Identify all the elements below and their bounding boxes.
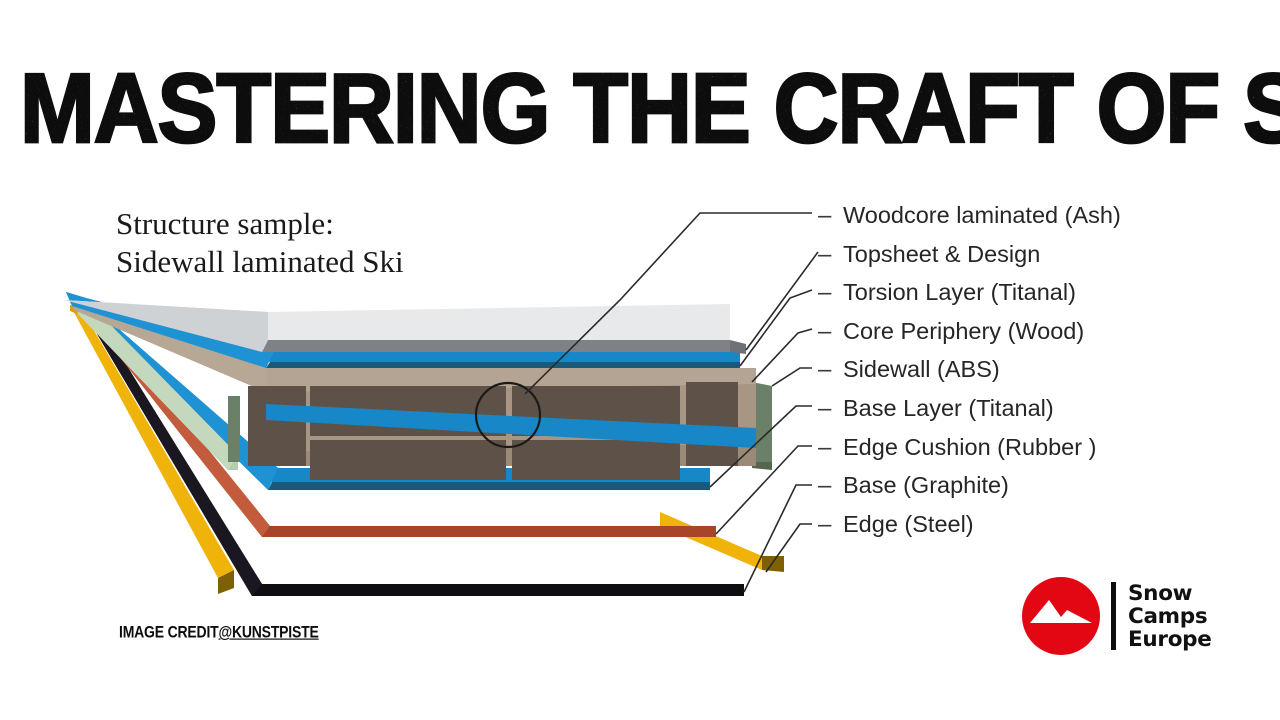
label-row-sidewall[interactable]: – Sidewall (ABS) bbox=[818, 354, 1238, 393]
label-row-base[interactable]: – Base (Graphite) bbox=[818, 470, 1238, 509]
label-dash-icon: – bbox=[818, 433, 832, 461]
logo-wordmark: Snow Camps Europe bbox=[1128, 582, 1212, 651]
leader-sidewall bbox=[771, 367, 812, 387]
diagram-layer-torsion-mid bbox=[266, 404, 756, 448]
label-row-edge[interactable]: – Edge (Steel) bbox=[818, 509, 1238, 548]
label-text-topsheet: Topsheet & Design bbox=[843, 240, 1041, 267]
mountain-circle-icon bbox=[1022, 577, 1100, 655]
snow-camps-europe-logo[interactable]: Snow Camps Europe bbox=[1022, 575, 1222, 657]
label-text-edge-cushion: Edge Cushion (Rubber ) bbox=[843, 433, 1097, 460]
leader-topsheet bbox=[745, 251, 819, 351]
label-dash-icon: – bbox=[818, 472, 832, 500]
diagram-layer-topsheet bbox=[64, 300, 746, 354]
diagram-layer-edge-right bbox=[660, 512, 784, 572]
label-text-core-periphery: Core Periphery (Wood) bbox=[843, 317, 1085, 344]
logo-line-europe: Europe bbox=[1128, 626, 1212, 652]
leader-core-periphery bbox=[751, 328, 813, 383]
detail-circle-callout bbox=[474, 381, 542, 449]
label-row-base-layer[interactable]: – Base Layer (Titanal) bbox=[818, 393, 1238, 432]
label-row-core-periphery[interactable]: – Core Periphery (Wood) bbox=[818, 316, 1238, 355]
leader-lines bbox=[524, 212, 819, 593]
label-row-edge-cushion[interactable]: – Edge Cushion (Rubber ) bbox=[818, 432, 1238, 471]
logo-line-camps: Camps bbox=[1128, 603, 1208, 629]
image-credit: IMAGE CREDIT@KUNSTPISTE bbox=[119, 622, 319, 641]
label-text-woodcore: Woodcore laminated (Ash) bbox=[843, 202, 1121, 228]
diagram-layer-sidewall bbox=[228, 382, 772, 470]
label-row-topsheet[interactable]: – Topsheet & Design bbox=[818, 239, 1238, 278]
leader-woodcore bbox=[524, 212, 812, 395]
label-dash-icon: – bbox=[818, 240, 832, 268]
leader-torsion bbox=[739, 289, 813, 367]
label-text-edge: Edge (Steel) bbox=[843, 510, 974, 537]
label-text-base: Base (Graphite) bbox=[843, 472, 1009, 499]
label-dash-icon: – bbox=[818, 356, 832, 384]
image-credit-link[interactable]: @KUNSTPISTE bbox=[218, 622, 319, 641]
label-row-woodcore[interactable]: – Woodcore laminated (Ash) bbox=[818, 200, 1238, 239]
leader-edge-cushion bbox=[715, 445, 812, 535]
label-text-sidewall: Sidewall (ABS) bbox=[843, 356, 1000, 383]
label-row-torsion-layer[interactable]: – Torsion Layer (Titanal) bbox=[818, 277, 1238, 316]
logo-divider-bar bbox=[1111, 582, 1116, 650]
label-dash-icon: – bbox=[818, 279, 832, 307]
label-text-base-layer: Base Layer (Titanal) bbox=[843, 394, 1054, 421]
leader-base-layer bbox=[709, 405, 812, 488]
label-dash-icon: – bbox=[818, 202, 832, 229]
label-text-torsion-layer: Torsion Layer (Titanal) bbox=[843, 279, 1076, 306]
structure-sample-heading: Structure sample: Sidewall laminated Ski bbox=[116, 206, 404, 279]
label-dash-icon: – bbox=[818, 510, 832, 538]
layer-label-list: – Woodcore laminated (Ash) – Topsheet & … bbox=[818, 200, 1238, 547]
leader-edge bbox=[765, 523, 812, 573]
label-dash-icon: – bbox=[818, 394, 832, 422]
label-dash-icon: – bbox=[818, 317, 832, 345]
logo-line-snow: Snow bbox=[1128, 580, 1193, 606]
leader-base bbox=[743, 484, 812, 593]
image-credit-prefix: IMAGE CREDIT bbox=[119, 622, 219, 641]
diagram-layer-base-graphite bbox=[84, 312, 744, 596]
